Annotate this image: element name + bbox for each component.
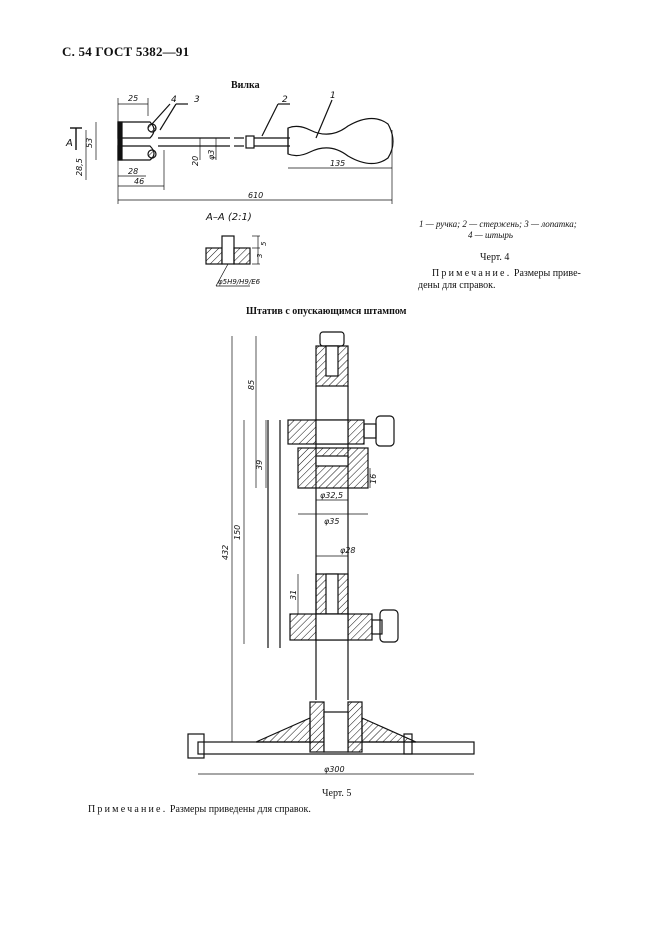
figure5-note-label: Примечание. [88, 804, 168, 815]
figure4-note-text1: Размеры приве- [511, 268, 581, 279]
upper-screw-knob [375, 415, 395, 447]
figure5-caption: Черт. 5 [322, 788, 352, 799]
dim-150: 150 [233, 525, 242, 540]
figure4-title: Вилка [231, 80, 260, 91]
section-dim-3: 3 [256, 254, 264, 258]
section-a-a [205, 235, 260, 287]
figure5-title: Штатив с опускающимся штампом [246, 306, 407, 317]
figure4-note: Примечание. Размеры приве- [432, 268, 632, 279]
figure4-caption: Черт. 4 [480, 252, 510, 263]
dim-85: 85 [247, 380, 256, 390]
stand-dimension-labels: 432 150 85 39 16 φ32,5 φ35 φ28 31 φ300 [221, 380, 378, 774]
dim-28: 28 [128, 167, 138, 176]
pin-upper [147, 123, 157, 133]
dim-53: 53 [85, 138, 94, 148]
dim-phi3: φ3 [207, 150, 216, 160]
stamp [297, 447, 369, 489]
fork-dimension-labels: 25 53 28,5 28 46 20 φ3 135 610 А 4 3 2 1 [65, 91, 345, 200]
dim-610: 610 [248, 191, 263, 200]
dim-46: 46 [134, 177, 144, 186]
page-header: С. 54 ГОСТ 5382—91 [62, 44, 190, 59]
figure4-note-line2: дены для справок. [418, 280, 496, 291]
callout-1: 1 [330, 91, 336, 101]
dim-28-5: 28,5 [75, 158, 84, 176]
section-label: А–А (2:1) [205, 212, 252, 223]
dim-phi32-5: φ32,5 [320, 491, 343, 500]
dim-phi35: φ35 [324, 517, 339, 526]
dim-39: 39 [255, 460, 264, 470]
dim-135: 135 [330, 159, 345, 168]
stand-drawing [187, 331, 475, 775]
callout-3: 3 [194, 95, 200, 105]
fork-drawing [70, 98, 394, 204]
figure4-legend-line2: 4 — штырь [468, 230, 513, 240]
dim-phi28: φ28 [340, 546, 355, 555]
handle [287, 117, 394, 165]
base-clamp-left [187, 733, 205, 759]
callout-2: 2 [282, 95, 288, 105]
dim-phi300: φ300 [324, 765, 345, 774]
figure4-legend-line1: 1 — ручка; 2 — стержень; 3 — лопатка; [419, 219, 577, 229]
pin-lower [147, 149, 157, 159]
figure5-note: Примечание. Размеры приведены для справо… [88, 804, 311, 815]
callout-4: 4 [171, 95, 177, 105]
dim-31: 31 [289, 590, 298, 600]
dim-16: 16 [369, 474, 378, 484]
figure4-note-label: Примечание. [432, 268, 512, 279]
figure5-note-text: Размеры приведены для справок. [167, 804, 311, 815]
dim-20: 20 [191, 156, 200, 166]
section-dim-chamfer: φ5Н9/Н9/Е6 [218, 278, 261, 286]
dim-432: 432 [221, 545, 230, 560]
base-clamp-right [403, 733, 413, 755]
dim-25: 25 [128, 94, 138, 103]
view-marker-a: А [65, 138, 73, 149]
section-dim-5: 5 [260, 241, 268, 246]
lower-screw-knob [379, 609, 399, 643]
